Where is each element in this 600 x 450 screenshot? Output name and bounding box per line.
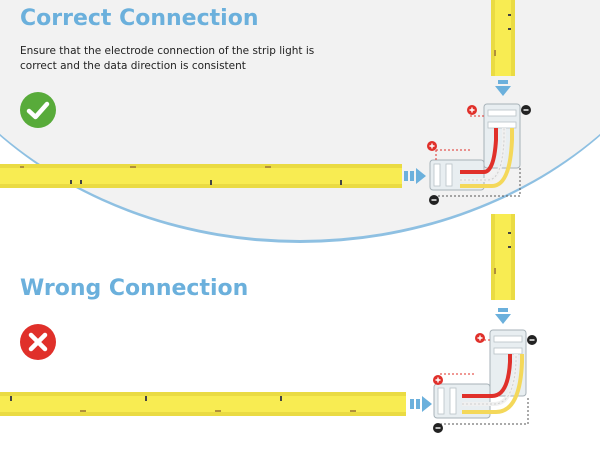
arrow-down-icon [495, 80, 511, 96]
plus-icon [433, 333, 485, 385]
l-connector-icon [433, 329, 529, 425]
wrong-horizontal-strip [0, 392, 406, 416]
correct-connection-description: Ensure that the electrode connection of … [20, 45, 315, 72]
minus-icon [433, 335, 537, 433]
minus-icon [429, 105, 531, 205]
correct-connection-title: Correct Connection [20, 6, 259, 31]
arrow-right-icon [404, 168, 426, 184]
correct-horizontal-strip [0, 164, 402, 188]
arrow-right-icon [410, 396, 432, 412]
check-icon [20, 92, 56, 128]
arrow-down-icon [495, 308, 511, 324]
cross-icon [20, 324, 56, 360]
correct-vertical-strip [491, 0, 515, 76]
wrong-connection-title: Wrong Connection [20, 276, 249, 301]
wrong-vertical-strip [491, 214, 515, 300]
l-connector-icon [429, 103, 521, 197]
plus-icon [427, 105, 477, 151]
